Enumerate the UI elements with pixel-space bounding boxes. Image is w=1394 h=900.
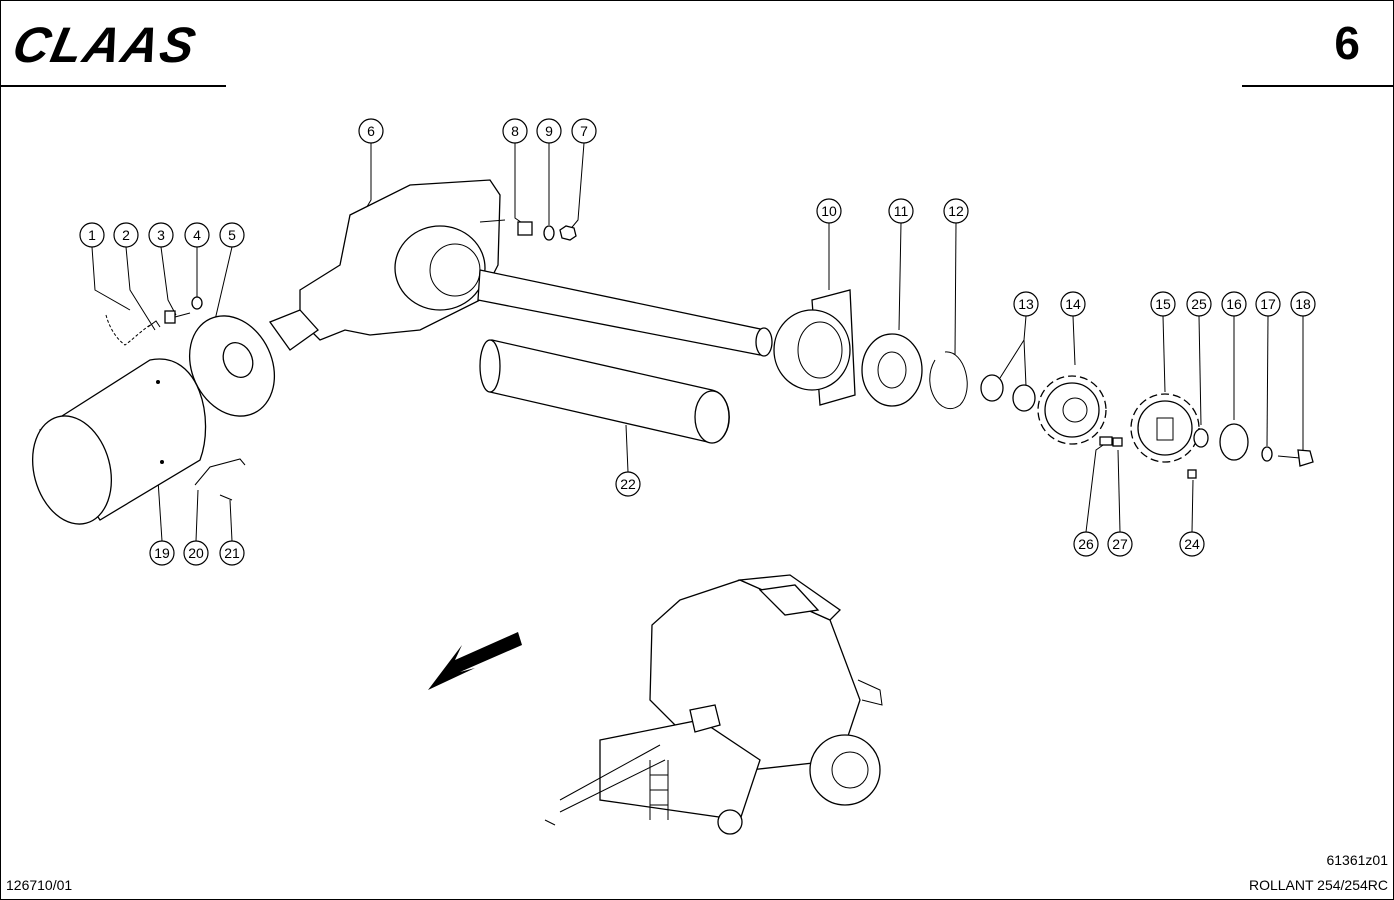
callout-4: 4	[184, 222, 210, 248]
bush-part-a	[980, 374, 1004, 402]
baler-overview-illustration	[544, 574, 883, 835]
svg-text:14: 14	[1065, 296, 1081, 312]
header-rule-left	[0, 85, 226, 87]
callout-15: 15	[1150, 291, 1176, 317]
callout-21: 21	[219, 540, 245, 566]
bearing-housing-part	[773, 289, 856, 406]
direction-arrow	[428, 632, 522, 690]
callout-16: 16	[1221, 291, 1247, 317]
drawing-code: 61361z01	[1326, 852, 1388, 868]
svg-text:12: 12	[948, 203, 964, 219]
svg-text:1: 1	[88, 227, 96, 243]
washer-part-17	[1261, 446, 1273, 462]
split-pin-part	[219, 494, 233, 501]
svg-text:2: 2	[122, 227, 130, 243]
bush-part-b	[1012, 384, 1036, 412]
set-screw-part	[1112, 437, 1123, 447]
document-number: 126710/01	[6, 877, 73, 893]
nut-part	[559, 225, 577, 241]
clip-part	[194, 458, 246, 486]
svg-text:7: 7	[580, 123, 588, 139]
svg-text:13: 13	[1018, 296, 1034, 312]
svg-text:21: 21	[224, 545, 240, 561]
cylinder-guard-part	[31, 358, 207, 525]
callout-7: 7	[571, 118, 597, 144]
callout-6: 6	[358, 118, 384, 144]
svg-text:5: 5	[228, 227, 236, 243]
callout-2: 2	[113, 222, 139, 248]
callout-17: 17	[1255, 291, 1281, 317]
svg-text:20: 20	[188, 545, 204, 561]
callout-27: 27	[1107, 531, 1133, 557]
svg-text:27: 27	[1112, 536, 1128, 552]
pin-part	[147, 320, 161, 328]
gearbox-part	[268, 179, 506, 351]
disc-plate-part	[188, 315, 276, 417]
svg-text:16: 16	[1226, 296, 1242, 312]
sprocket-part-15	[1130, 393, 1200, 463]
callout-18: 18	[1290, 291, 1316, 317]
callout-1: 1	[79, 222, 105, 248]
washer-part	[191, 296, 203, 310]
svg-text:11: 11	[894, 203, 909, 219]
callouts: 1 2 3 4 5 6 7 8 9 10 11 12 13 14 15 16 1…	[79, 118, 1316, 566]
callout-5: 5	[219, 222, 245, 248]
callout-24: 24	[1179, 531, 1205, 557]
callout-3: 3	[148, 222, 174, 248]
svg-text:18: 18	[1295, 296, 1311, 312]
svg-text:8: 8	[511, 123, 519, 139]
callout-11: 11	[888, 198, 914, 224]
grease-nipple-part	[1187, 469, 1197, 479]
callout-13: 13	[1013, 291, 1039, 317]
sprocket-part-14	[1037, 375, 1107, 445]
spacer-part	[517, 221, 533, 236]
svg-text:24: 24	[1184, 536, 1200, 552]
svg-text:25: 25	[1191, 296, 1207, 312]
spring-part	[1099, 436, 1113, 446]
tube-part	[479, 339, 730, 444]
page-number: 6	[1334, 17, 1360, 69]
model-name: ROLLANT 254/254RC	[1248, 877, 1388, 893]
svg-text:4: 4	[193, 227, 201, 243]
callout-8: 8	[502, 118, 528, 144]
circlip-part	[929, 351, 968, 409]
svg-text:3: 3	[157, 227, 165, 243]
washer-part-9	[543, 225, 555, 241]
callout-10: 10	[816, 198, 842, 224]
washer-part-25	[1193, 428, 1209, 448]
header-rule-right	[1242, 85, 1394, 87]
bearing-part	[861, 333, 923, 407]
svg-text:9: 9	[545, 123, 553, 139]
bolt-part	[164, 310, 191, 324]
chain-part	[105, 314, 151, 346]
svg-text:22: 22	[620, 476, 636, 492]
callout-20: 20	[183, 540, 209, 566]
callout-9: 9	[536, 118, 562, 144]
callout-26: 26	[1073, 531, 1099, 557]
svg-text:10: 10	[821, 203, 837, 219]
svg-text:26: 26	[1078, 536, 1094, 552]
bolt-part-18	[1277, 449, 1314, 467]
svg-text:15: 15	[1155, 296, 1171, 312]
drive-shaft-part	[477, 269, 773, 357]
callout-14: 14	[1060, 291, 1086, 317]
svg-text:6: 6	[367, 123, 375, 139]
svg-text:19: 19	[154, 545, 170, 561]
callout-22: 22	[615, 471, 641, 497]
svg-text:17: 17	[1260, 296, 1276, 312]
callout-25: 25	[1186, 291, 1212, 317]
callout-19: 19	[149, 540, 175, 566]
callout-12: 12	[943, 198, 969, 224]
spacer-part-16	[1219, 423, 1249, 461]
